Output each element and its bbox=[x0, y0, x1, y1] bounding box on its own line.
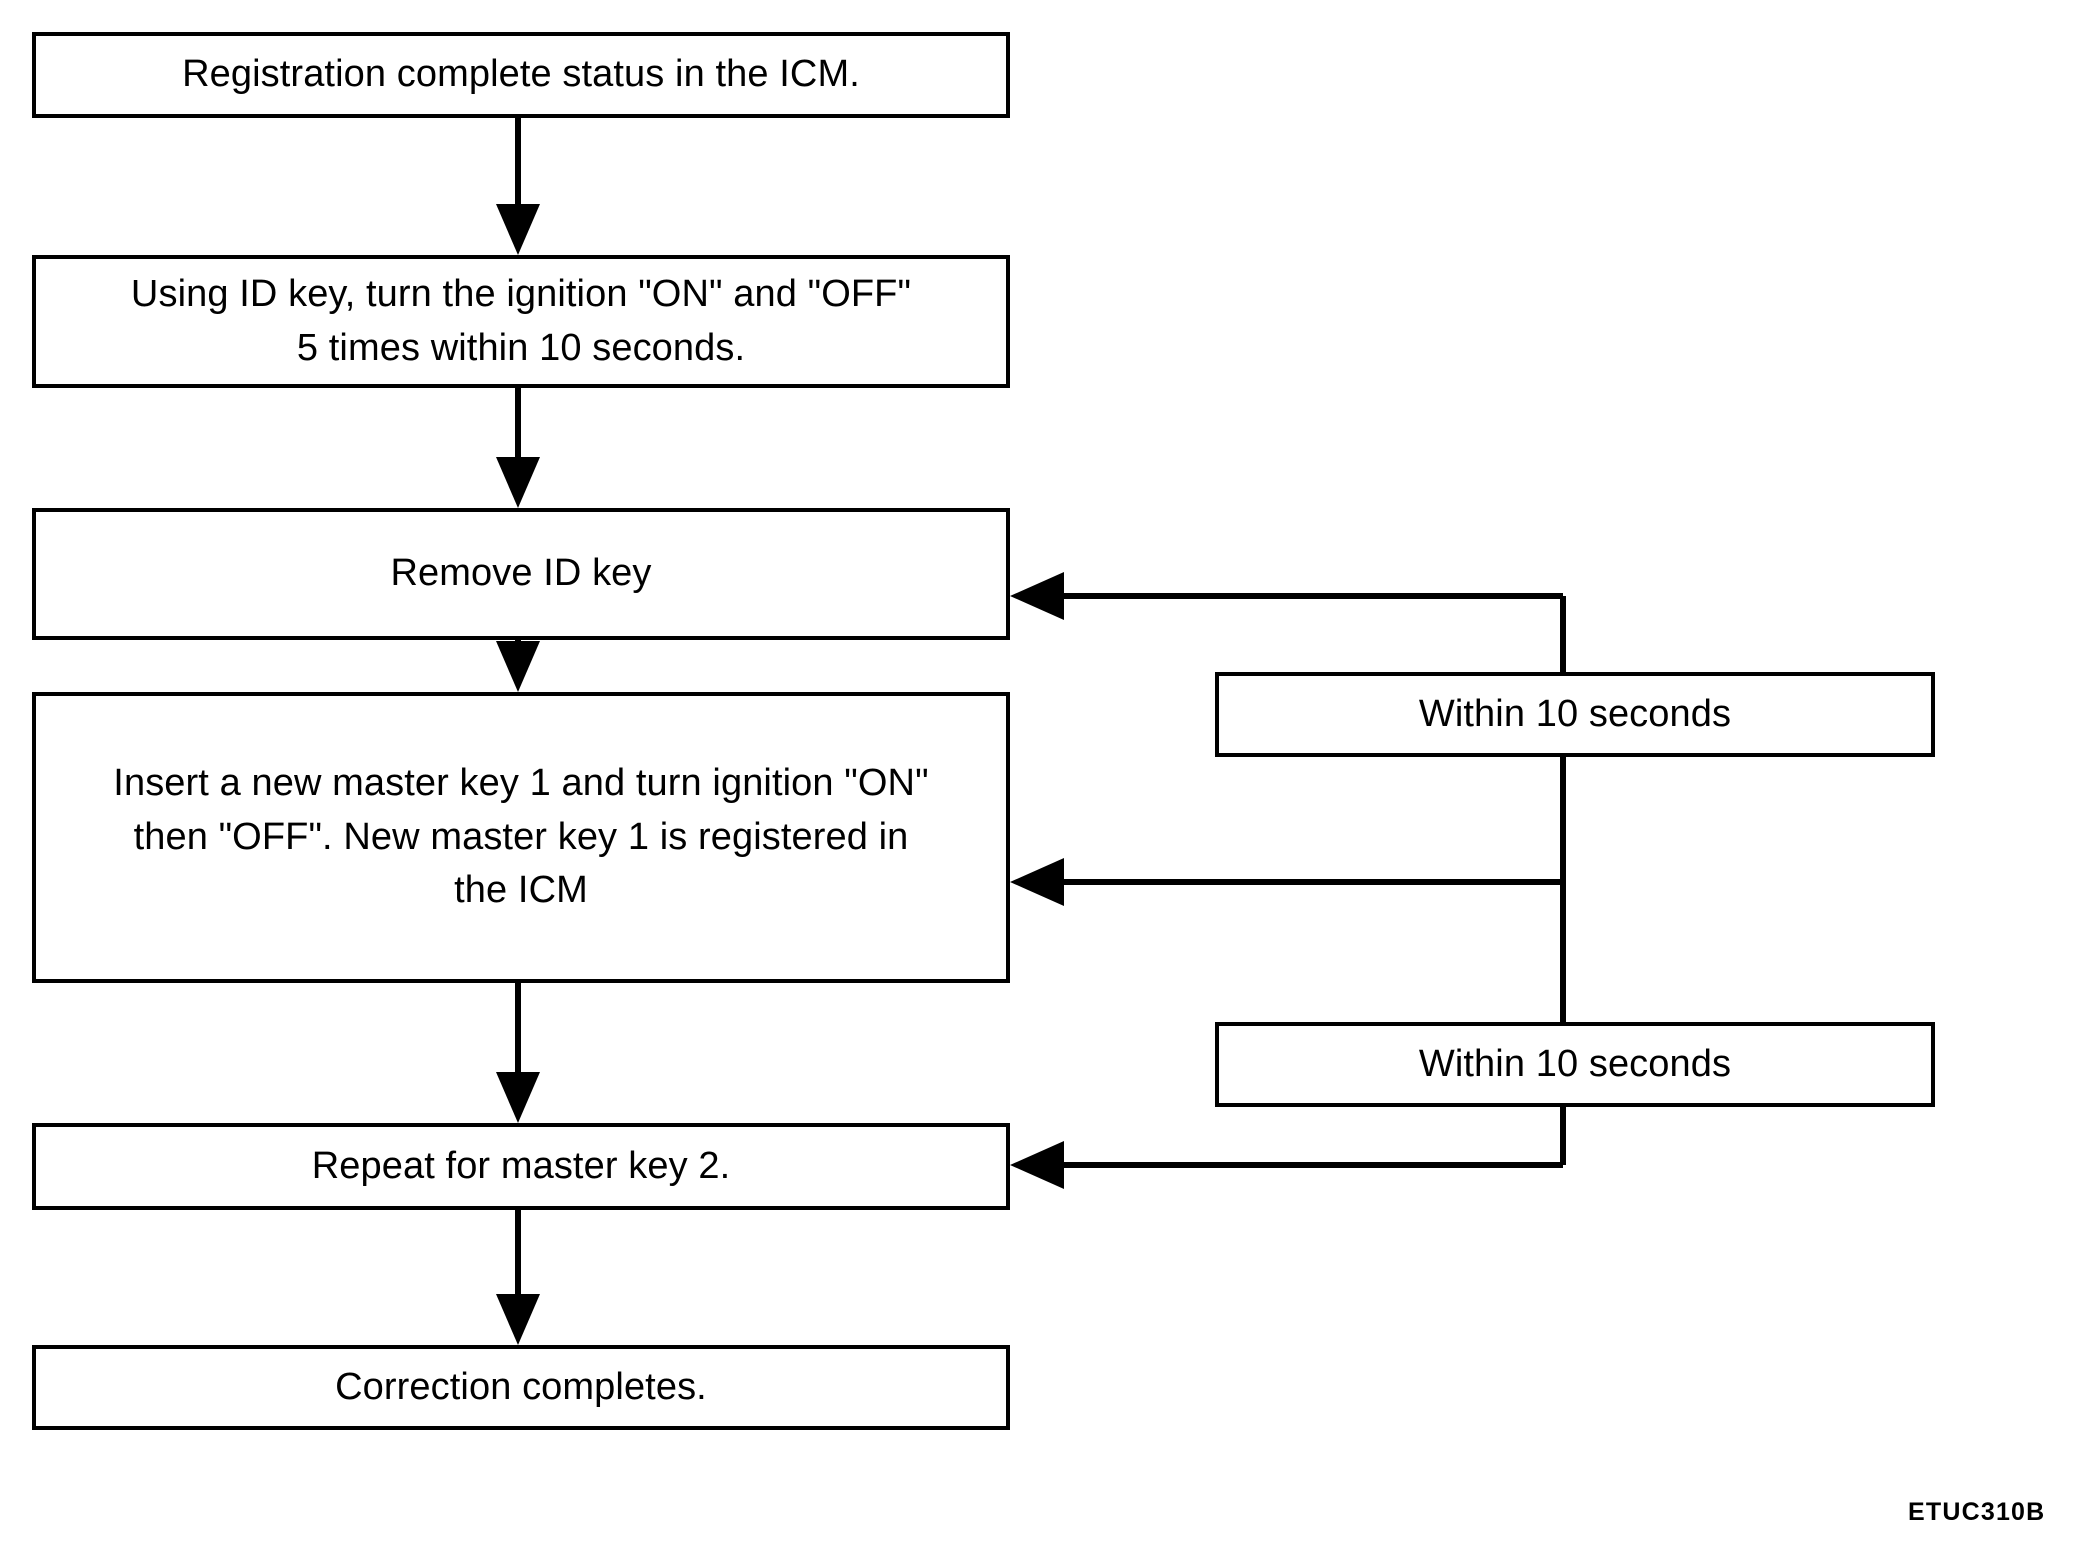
node-label: Correction completes. bbox=[335, 1365, 707, 1408]
figure-reference-code: ETUC310B bbox=[1908, 1498, 2046, 1526]
arrow-insert-to-repeat bbox=[496, 983, 540, 1123]
node-label: Within 10 seconds bbox=[1418, 692, 1732, 735]
arrow-ignition-to-remove bbox=[496, 388, 540, 508]
node-within-10-seconds-lower: Within 10 seconds bbox=[1215, 1022, 1935, 1107]
node-ignition-cycle: Using ID key, turn the ignition "ON" and… bbox=[32, 255, 1010, 388]
node-within-10-seconds-upper: Within 10 seconds bbox=[1215, 672, 1935, 757]
node-registration-complete: Registration complete status in the ICM. bbox=[32, 32, 1010, 118]
arrow-timer-to-repeat bbox=[1010, 1141, 1563, 1189]
node-label: Registration complete status in the ICM. bbox=[182, 53, 860, 96]
node-insert-master-key-1: Insert a new master key 1 and turn ignit… bbox=[32, 692, 1010, 983]
node-label: Using ID key, turn the ignition "ON" and… bbox=[130, 272, 912, 369]
arrow-timer-to-remove bbox=[1010, 572, 1563, 620]
arrow-repeat-to-correction bbox=[496, 1210, 540, 1345]
arrow-timer-to-insert bbox=[1010, 858, 1563, 906]
node-label: Within 10 seconds bbox=[1418, 1042, 1732, 1085]
node-repeat-master-key-2: Repeat for master key 2. bbox=[32, 1123, 1010, 1210]
arrow-registration-to-ignition bbox=[496, 118, 540, 255]
arrow-remove-to-insert bbox=[496, 640, 540, 692]
node-correction-completes: Correction completes. bbox=[32, 1345, 1010, 1430]
node-label: Remove ID key bbox=[390, 552, 652, 595]
node-label: Repeat for master key 2. bbox=[311, 1144, 731, 1187]
node-label: Insert a new master key 1 and turn ignit… bbox=[113, 761, 929, 912]
node-remove-id-key: Remove ID key bbox=[32, 508, 1010, 640]
